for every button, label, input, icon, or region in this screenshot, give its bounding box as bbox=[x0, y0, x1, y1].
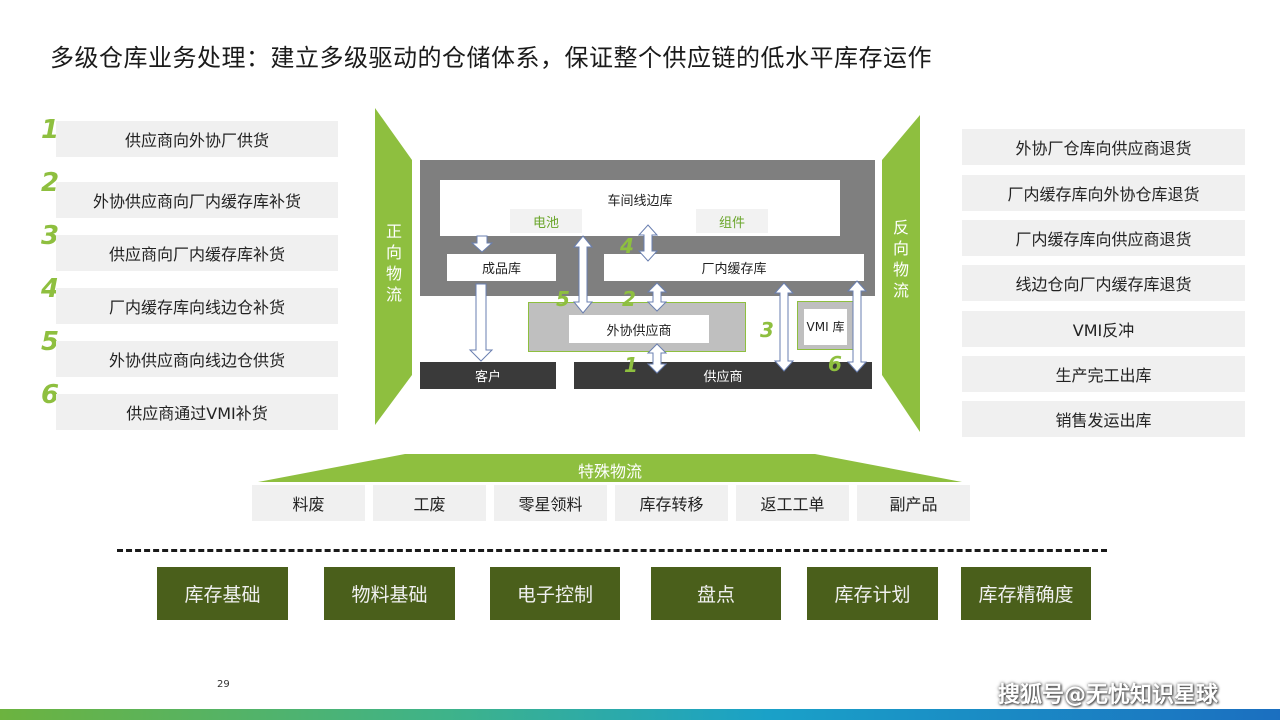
list-item: 外协厂仓库向供应商退货 bbox=[962, 129, 1245, 165]
special-flow-shape bbox=[258, 454, 962, 482]
list-item: 外协供应商向厂内缓存库补货 bbox=[56, 182, 338, 218]
double-arrow-icon bbox=[572, 235, 594, 314]
special-flow-title: 特殊物流 bbox=[577, 462, 642, 481]
forward-flow-arrow-shape bbox=[375, 108, 412, 425]
list-item: 线边仓向厂内缓存库退货 bbox=[962, 265, 1245, 301]
double-arrow-icon bbox=[646, 282, 668, 312]
list-number: 4 bbox=[40, 274, 60, 304]
list-item: 厂内缓存库向外协仓库退货 bbox=[962, 175, 1245, 211]
vmi-store: VMI 库 bbox=[804, 309, 847, 345]
list-number: 3 bbox=[40, 221, 60, 251]
path-number: 1 bbox=[624, 353, 638, 377]
double-arrow-icon bbox=[637, 224, 659, 262]
special-item: 零星领料 bbox=[494, 485, 607, 521]
list-item: 销售发运出库 bbox=[962, 401, 1245, 437]
double-arrow-icon bbox=[646, 343, 668, 374]
special-item: 工废 bbox=[373, 485, 486, 521]
list-item: 供应商向外协厂供货 bbox=[56, 121, 338, 157]
double-arrow-icon bbox=[846, 280, 868, 373]
arrow-down-icon bbox=[468, 283, 494, 362]
list-item: 厂内缓存库向线边仓补货 bbox=[56, 288, 338, 324]
bottom-gradient-bar bbox=[0, 709, 1280, 720]
finished-goods-store: 成品库 bbox=[447, 254, 556, 281]
list-item: 厂内缓存库向供应商退货 bbox=[962, 220, 1245, 256]
foundation-item: 库存基础 bbox=[157, 567, 288, 620]
list-number: 2 bbox=[40, 168, 60, 198]
special-item: 返工工单 bbox=[736, 485, 849, 521]
double-arrow-icon bbox=[773, 282, 795, 372]
path-number: 2 bbox=[622, 287, 636, 311]
reverse-flow-arrow-shape bbox=[882, 115, 920, 432]
special-item: 库存转移 bbox=[615, 485, 728, 521]
workshop-line-store: 车间线边库 bbox=[440, 180, 840, 236]
foundation-item: 库存精确度 bbox=[961, 567, 1091, 620]
list-number: 6 bbox=[40, 380, 60, 410]
list-item: 外协供应商向线边仓供货 bbox=[56, 341, 338, 377]
outsource-supplier: 外协供应商 bbox=[569, 315, 709, 343]
battery-tag: 电池 bbox=[510, 209, 582, 233]
forward-flow-label: 正向物流 bbox=[385, 222, 402, 304]
path-number: 4 bbox=[620, 234, 634, 258]
list-item: 供应商通过VMI补货 bbox=[56, 394, 338, 430]
watermark: 搜狐号@无忧知识星球 bbox=[998, 683, 1219, 708]
page-title: 多级仓库业务处理：建立多级驱动的仓储体系，保证整个供应链的低水平库存运作 bbox=[50, 44, 932, 72]
list-item: 供应商向厂内缓存库补货 bbox=[56, 235, 338, 271]
foundation-item: 电子控制 bbox=[490, 567, 620, 620]
supplier-box: 供应商 bbox=[574, 362, 872, 389]
list-number: 1 bbox=[40, 115, 60, 145]
reverse-flow-label: 反向物流 bbox=[892, 218, 909, 300]
foundation-item: 物料基础 bbox=[324, 567, 455, 620]
special-item: 副产品 bbox=[857, 485, 970, 521]
path-number: 6 bbox=[828, 352, 842, 376]
page-number: 29 bbox=[217, 679, 230, 690]
list-item: 生产完工出库 bbox=[962, 356, 1245, 392]
customer-box: 客户 bbox=[420, 362, 556, 389]
arrow-down-icon bbox=[470, 235, 494, 253]
component-tag: 组件 bbox=[696, 209, 768, 233]
foundation-item: 库存计划 bbox=[807, 567, 938, 620]
path-number: 3 bbox=[760, 318, 774, 342]
foundation-item: 盘点 bbox=[651, 567, 781, 620]
divider bbox=[117, 549, 1107, 552]
path-number: 5 bbox=[556, 287, 570, 311]
list-item: VMI反冲 bbox=[962, 311, 1245, 347]
special-item: 料废 bbox=[252, 485, 365, 521]
list-number: 5 bbox=[40, 327, 60, 357]
